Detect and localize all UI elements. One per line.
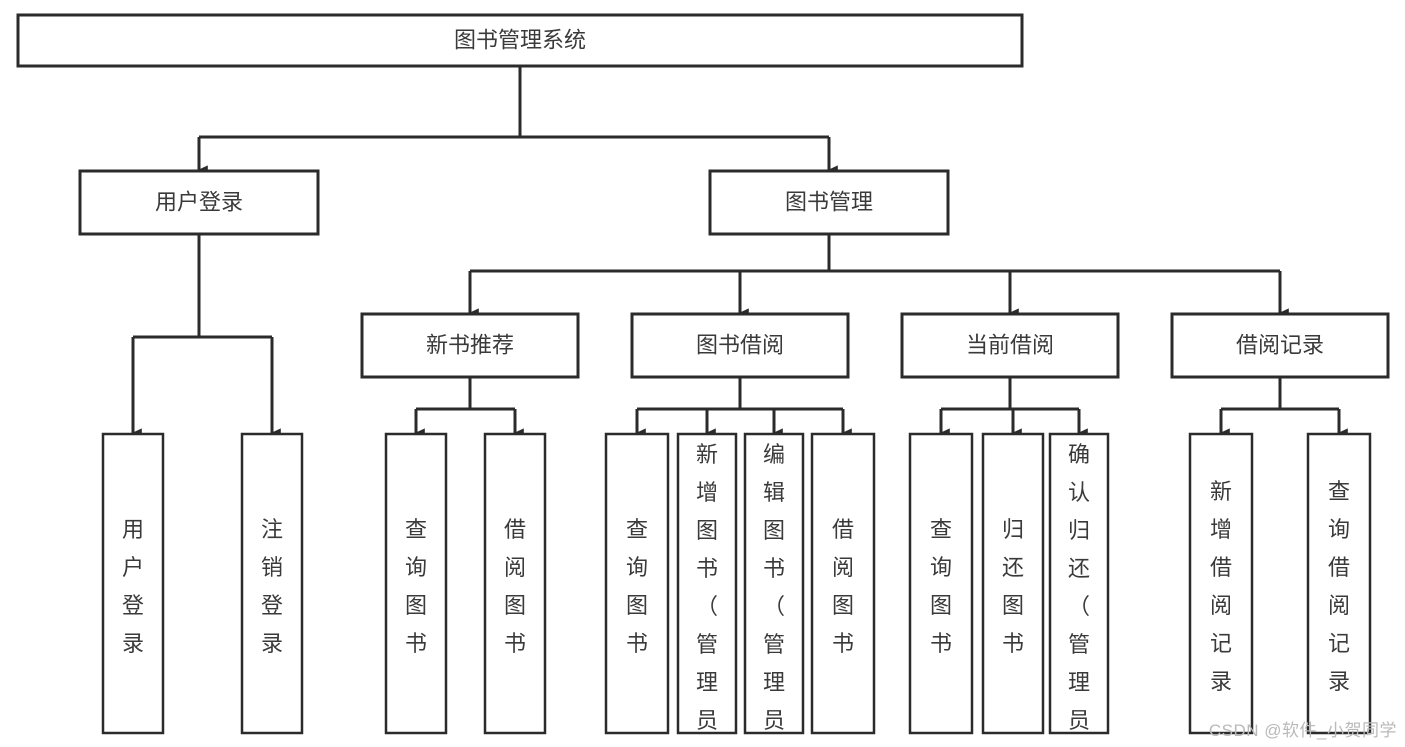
node-leaf-borrow-book-1[interactable]: 借阅图书 bbox=[483, 432, 547, 735]
node-label: 借阅图书 bbox=[504, 517, 526, 656]
node-book-borrow[interactable]: 图书借阅 bbox=[630, 312, 850, 379]
node-book-manage[interactable]: 图书管理 bbox=[708, 169, 950, 236]
node-box bbox=[1170, 312, 1390, 379]
node-box bbox=[1188, 432, 1254, 735]
node-user-login[interactable]: 用户登录 bbox=[78, 169, 320, 236]
node-box bbox=[78, 169, 320, 236]
node-leaf-query-book-3[interactable]: 查询图书 bbox=[908, 432, 974, 735]
node-leaf-query-book-1[interactable]: 查询图书 bbox=[384, 432, 448, 735]
node-box bbox=[900, 312, 1120, 379]
node-label: 借阅图书 bbox=[832, 517, 854, 656]
node-label: 用户登录 bbox=[155, 189, 243, 214]
node-leaf-borrow-book-2[interactable]: 借阅图书 bbox=[810, 432, 876, 735]
node-leaf-confirm-return[interactable]: 确认归还（管理员） bbox=[1048, 432, 1110, 747]
node-label: 注销登录 bbox=[261, 517, 283, 656]
node-leaf-edit-book[interactable]: 编辑图书（管理员） bbox=[743, 432, 805, 747]
node-box bbox=[483, 432, 547, 735]
node-box bbox=[16, 13, 1024, 68]
node-label: 图书管理系统 bbox=[454, 27, 586, 52]
node-leaf-user-login[interactable]: 用户登录 bbox=[101, 432, 165, 735]
node-box bbox=[676, 432, 738, 735]
node-label: 图书管理 bbox=[785, 189, 873, 214]
node-box bbox=[101, 432, 165, 735]
node-root[interactable]: 图书管理系统 bbox=[16, 13, 1024, 68]
node-label: 新增图书（管理员） bbox=[696, 442, 718, 747]
node-label: 图书借阅 bbox=[696, 332, 784, 357]
node-box bbox=[384, 432, 448, 735]
node-label: 用户登录 bbox=[122, 517, 144, 656]
node-label: 查询借阅记录 bbox=[1328, 479, 1350, 694]
node-label: 新增借阅记录 bbox=[1210, 479, 1232, 694]
node-label: 查询图书 bbox=[626, 517, 648, 656]
node-leaf-query-record[interactable]: 查询借阅记录 bbox=[1306, 432, 1372, 735]
node-box bbox=[360, 312, 580, 379]
node-borrow-record[interactable]: 借阅记录 bbox=[1170, 312, 1390, 379]
node-box bbox=[1306, 432, 1372, 735]
node-box bbox=[810, 432, 876, 735]
node-label: 查询图书 bbox=[405, 517, 427, 656]
node-box bbox=[604, 432, 670, 735]
node-box bbox=[743, 432, 805, 735]
node-label: 归还图书 bbox=[1002, 517, 1024, 656]
node-leaf-add-book[interactable]: 新增图书（管理员） bbox=[676, 432, 738, 747]
node-label: 当前借阅 bbox=[966, 332, 1054, 357]
node-leaf-return-book[interactable]: 归还图书 bbox=[981, 432, 1045, 735]
edge-layer bbox=[131, 66, 1348, 438]
node-label: 借阅记录 bbox=[1236, 332, 1324, 357]
node-box bbox=[981, 432, 1045, 735]
node-box bbox=[908, 432, 974, 735]
node-label: 确认归还（管理员） bbox=[1068, 442, 1090, 747]
node-layer: 图书管理系统用户登录图书管理新书推荐图书借阅当前借阅借阅记录用户登录注销登录查询… bbox=[16, 13, 1390, 747]
node-current-borrow[interactable]: 当前借阅 bbox=[900, 312, 1120, 379]
node-box bbox=[630, 312, 850, 379]
node-box bbox=[240, 432, 304, 735]
node-label: 查询图书 bbox=[930, 517, 952, 656]
node-leaf-logout[interactable]: 注销登录 bbox=[240, 432, 304, 735]
node-leaf-add-record[interactable]: 新增借阅记录 bbox=[1188, 432, 1254, 735]
node-leaf-query-book-2[interactable]: 查询图书 bbox=[604, 432, 670, 735]
node-box bbox=[1048, 432, 1110, 735]
node-label: 新书推荐 bbox=[426, 332, 514, 357]
csdn-watermark: CSDN @软件_小贺同学 bbox=[1208, 721, 1397, 740]
node-box bbox=[708, 169, 950, 236]
node-new-book-recommend[interactable]: 新书推荐 bbox=[360, 312, 580, 379]
